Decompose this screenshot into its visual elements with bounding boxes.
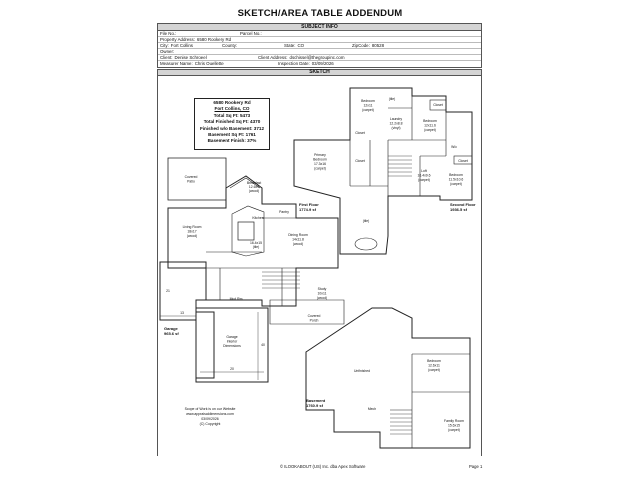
label-closet-4: Closet [458,159,468,163]
county: County: [222,43,238,48]
closet-box-top [429,99,447,111]
summary-basement-sqft: Basement Sq Ft: 1761 [208,132,256,138]
summary-total-sqft: Total Sq Ft: 5473 [213,112,251,118]
label-tile-1: (tile) [389,97,396,101]
first-floor-stairs [262,271,300,289]
first-floor-walls [206,217,338,306]
city: City:Fort Collins [160,43,193,48]
measurer-name: Measurer Name:Chris Ouellette [160,61,224,66]
row-measurer: Measurer Name:Chris Ouellette Inspection… [158,61,481,67]
scope-website: www.appraisaldimensions.com [186,412,234,416]
label-closet-3: Closet [433,103,443,107]
client-address: Client Address:dschissel@thegroupinc.com [258,55,345,60]
tub-icon [354,237,378,251]
label-unfinished: Unfinished [354,369,370,373]
row-owner: Owner: [158,49,481,55]
footer-software: © ILOOKABOUT (US) Inc. dba Apex Software [280,464,366,469]
inspection-date: Inspection Date:03/09/2026 [278,61,334,66]
basement-outline [305,307,471,449]
dim-garage-depth: 40 [261,343,265,347]
basement-walls [390,353,470,448]
scope-line-1: Scope of Work is on our Website [184,407,236,411]
file-no: File No.: [160,31,177,36]
row-file: File No.: Parcel No.: [158,31,481,37]
closet-box-right [453,155,473,165]
client: Client:Denise Schroeel [160,55,207,60]
row-city: City:Fort Collins County: State:CO ZipCo… [158,43,481,49]
label-mud-room: Mud Rm [230,297,243,301]
label-pantry: Pantry [279,210,289,214]
second-floor-outline [293,87,473,255]
second-floor-stairs [388,155,412,177]
breakfast-bay [229,177,261,189]
summary-address: 6580 Rookery Rd [213,100,251,105]
summary-total-finished: Total Finished Sq Ft: 4370 [203,119,261,125]
covered-patio-outline [167,157,227,201]
page-title: SKETCH/AREA TABLE ADDENDUM [237,8,403,19]
garage-outline [159,261,215,379]
subject-info-header: SUBJECT INFO [158,24,481,31]
footer-page: Page 1 [469,464,483,469]
label-kitchen: Kitchen [252,216,263,220]
row-client: Client:Denise Schroeel Client Address:ds… [158,55,481,61]
garage-interior-box [195,307,269,383]
scope-note: Scope of Work is on our Website www.appr… [184,407,236,427]
summary-finished-basement: Finished w/o Basement: 3712 [199,125,265,131]
dim-garage-small: 13 [180,311,184,315]
zip-code: ZipCode:80528 [352,43,385,48]
subject-info-table: SUBJECT INFO File No.: Parcel No.: Prope… [157,23,482,68]
label-closet-1: Closet [355,131,365,135]
property-address: Property Address:6580 Rookery Rd [160,37,232,42]
sketch-header: SKETCH [157,69,482,76]
label-kitchen-dims: 16.4x15(tile) [250,241,262,249]
summary-basement-finish: Basement Finish: 37% [207,138,257,144]
covered-porch-outline [269,299,345,325]
basement-stairs [390,413,412,435]
owner: Owner: [160,49,175,54]
sketch-frame [157,76,482,456]
garage-dim-lines [160,312,264,380]
label-closet-2: Closet [355,159,365,163]
kitchen-island [237,221,255,241]
scope-date: 03/09/2026 [201,417,219,421]
state: State:CO [284,43,305,48]
label-tile-2: (tile) [363,219,370,223]
label-wic: W/c [451,145,457,149]
first-floor-outline [167,175,339,307]
dim-garage-side: 21 [166,289,170,293]
row-address: Property Address:6580 Rookery Rd [158,37,481,43]
scope-copyright: (C) Copyright [199,422,221,426]
summary-box: 6580 Rookery Rd Fort Collins, CO Total S… [194,98,270,150]
dim-garage-width: 20 [230,367,234,371]
parcel-no: Parcel No.: [240,31,262,36]
summary-city: Fort Collins, CO [214,106,250,112]
label-mech: Mech [368,407,376,411]
